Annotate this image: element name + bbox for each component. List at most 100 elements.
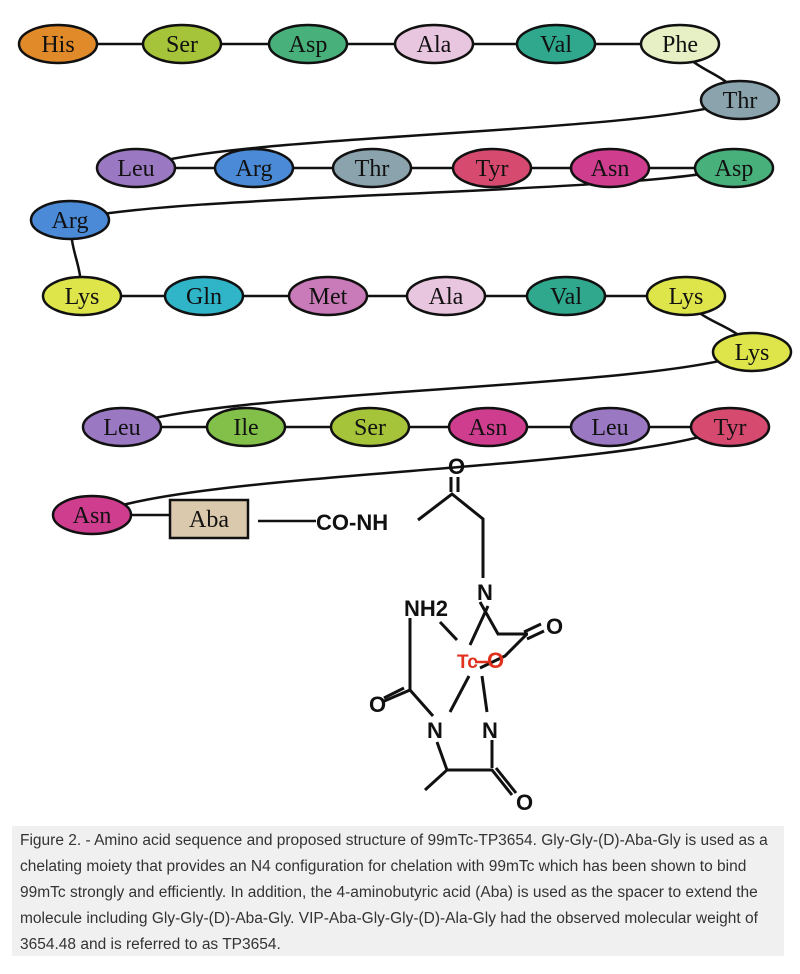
residue-ellipse bbox=[569, 406, 651, 448]
residue-label: Gln bbox=[186, 284, 222, 310]
residue-label: Asn bbox=[73, 503, 112, 529]
residue-ile: Ile bbox=[205, 406, 287, 448]
residue-ellipse bbox=[329, 406, 411, 448]
chelate-atoms: O N NH2 O Tc O O N N O bbox=[369, 454, 563, 815]
residue-label: Ile bbox=[233, 415, 258, 441]
residue-label: Asn bbox=[469, 415, 508, 441]
residue-label: Thr bbox=[723, 88, 758, 114]
residue-ellipse bbox=[95, 147, 177, 189]
residue-label: Asn bbox=[591, 156, 630, 182]
residue-arg: Arg bbox=[29, 199, 111, 241]
residue-lys: Lys bbox=[41, 275, 123, 317]
residue-label: Lys bbox=[669, 284, 704, 310]
residue-ala: Ala bbox=[393, 23, 475, 65]
residue-arg: Arg bbox=[213, 147, 295, 189]
residue-ellipse bbox=[393, 23, 475, 65]
residue-lys: Lys bbox=[645, 275, 727, 317]
atom-o-top: O bbox=[448, 454, 465, 479]
residue-label: Tyr bbox=[476, 156, 509, 182]
residue-label: Leu bbox=[103, 415, 140, 441]
residue-thr: Thr bbox=[699, 79, 781, 121]
residue-ser: Ser bbox=[329, 406, 411, 448]
atom-n-left: N bbox=[427, 718, 443, 743]
residue-his: His bbox=[17, 23, 99, 65]
residue-ala: Ala bbox=[405, 275, 487, 317]
residue-ellipse bbox=[645, 275, 727, 317]
residue-ellipse bbox=[81, 406, 163, 448]
residue-ellipse bbox=[163, 275, 245, 317]
residue-ellipse bbox=[447, 406, 529, 448]
residue-label: Asp bbox=[715, 156, 754, 182]
residue-label: Leu bbox=[117, 156, 154, 182]
residue-phe: Phe bbox=[639, 23, 721, 65]
atom-o-left: O bbox=[369, 692, 386, 717]
residue-ellipse bbox=[41, 275, 123, 317]
residue-ser: Ser bbox=[141, 23, 223, 65]
residue-tyr: Tyr bbox=[689, 406, 771, 448]
atom-tc-oxo: O bbox=[487, 648, 504, 673]
residue-label: Arg bbox=[52, 208, 89, 234]
residue-leu: Leu bbox=[95, 147, 177, 189]
residue-ellipse bbox=[141, 23, 223, 65]
residue-ellipse bbox=[699, 79, 781, 121]
atom-tc: Tc bbox=[457, 652, 478, 673]
peptide-bond-lines bbox=[58, 42, 754, 517]
residue-ellipse bbox=[17, 23, 99, 65]
atom-nh2: NH2 bbox=[404, 596, 448, 621]
residue-label: Ser bbox=[354, 415, 386, 441]
atom-o-bottom: O bbox=[516, 790, 533, 815]
residue-ellipse bbox=[331, 147, 413, 189]
residue-label: Ser bbox=[166, 32, 198, 58]
residue-label: Arg bbox=[236, 156, 273, 182]
aba-label: Aba bbox=[189, 507, 229, 533]
peptide-bond bbox=[121, 350, 753, 429]
residue-asn: Asn bbox=[51, 494, 133, 536]
residue-label: Phe bbox=[662, 32, 698, 58]
residue-ellipse bbox=[525, 275, 607, 317]
residue-asp: Asp bbox=[267, 23, 349, 65]
residue-label: Lys bbox=[735, 340, 770, 366]
residue-val: Val bbox=[525, 275, 607, 317]
chelate-structure bbox=[381, 477, 545, 796]
residue-label: Met bbox=[309, 284, 348, 310]
residue-tyr: Tyr bbox=[451, 147, 533, 189]
residue-label: Asp bbox=[289, 32, 328, 58]
residue-ellipse bbox=[689, 406, 771, 448]
aba-spacer: Aba bbox=[131, 498, 250, 540]
residue-ellipse bbox=[29, 199, 111, 241]
residue-ellipse bbox=[711, 331, 793, 373]
residue-ellipse bbox=[569, 147, 651, 189]
residue-ellipse bbox=[267, 23, 349, 65]
atom-n-upper: N bbox=[477, 580, 493, 605]
residue-asn: Asn bbox=[569, 147, 651, 189]
residue-label: Ala bbox=[429, 284, 464, 310]
peptide-bond bbox=[135, 98, 741, 170]
residue-thr: Thr bbox=[331, 147, 413, 189]
residue-ellipse bbox=[213, 147, 295, 189]
atom-n-right: N bbox=[482, 718, 498, 743]
residue-val: Val bbox=[515, 23, 597, 65]
residue-label: Tyr bbox=[714, 415, 747, 441]
residue-ellipse bbox=[515, 23, 597, 65]
peptide-bond bbox=[91, 425, 731, 517]
figure-caption: Figure 2. - Amino acid sequence and prop… bbox=[12, 826, 784, 956]
residue-leu: Leu bbox=[81, 406, 163, 448]
residue-label: Thr bbox=[355, 156, 390, 182]
aba-box bbox=[168, 498, 250, 540]
atom-o-right: O bbox=[546, 614, 563, 639]
residue-label: His bbox=[41, 32, 74, 58]
residue-label: Val bbox=[550, 284, 582, 310]
residue-gln: Gln bbox=[163, 275, 245, 317]
residue-lys: Lys bbox=[711, 331, 793, 373]
residue-ellipse bbox=[287, 275, 369, 317]
residue-leu: Leu bbox=[569, 406, 651, 448]
residue-ellipse bbox=[205, 406, 287, 448]
residue-label: Lys bbox=[65, 284, 100, 310]
residue-ellipse bbox=[639, 23, 721, 65]
residue-label: Leu bbox=[591, 415, 628, 441]
residue-ellipse bbox=[405, 275, 487, 317]
residue-ellipse bbox=[693, 147, 775, 189]
